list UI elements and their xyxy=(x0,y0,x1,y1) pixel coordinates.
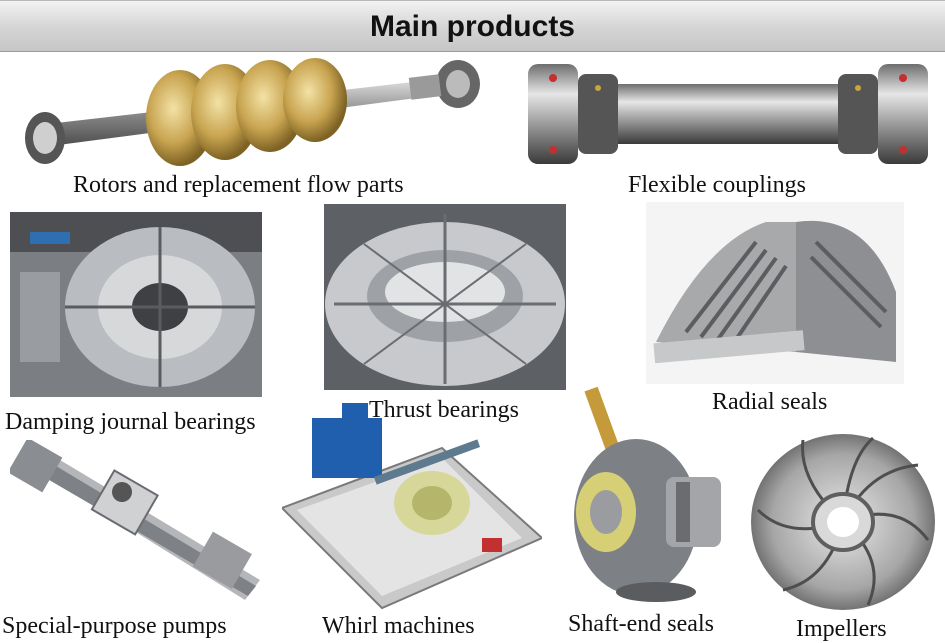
caption-whirl-machines: Whirl machines xyxy=(322,613,475,639)
caption-radial-seals: Radial seals xyxy=(712,389,828,415)
caption-impellers: Impellers xyxy=(796,616,887,642)
caption-thrust-bearings: Thrust bearings xyxy=(369,397,519,423)
caption-couplings: Flexible couplings xyxy=(628,172,806,198)
caption-journal-bearings: Damping journal bearings xyxy=(5,409,256,435)
caption-shaft-end-seals: Shaft-end seals xyxy=(568,611,714,637)
title-bar: Main products xyxy=(0,0,945,52)
rotor-photo xyxy=(10,56,485,176)
shaft-end-seal-photo xyxy=(566,387,728,609)
impeller-photo xyxy=(748,430,938,615)
whirl-machine-photo xyxy=(282,398,542,613)
thrust-bearing-photo xyxy=(324,204,566,390)
page-title: Main products xyxy=(369,10,575,43)
caption-rotors: Rotors and replacement flow parts xyxy=(73,172,404,198)
caption-pumps: Special-purpose pumps xyxy=(2,613,227,639)
journal-bearing-photo xyxy=(10,212,262,397)
pump-photo xyxy=(10,440,272,608)
coupling-photo xyxy=(518,58,936,170)
radial-seal-photo xyxy=(646,202,904,384)
